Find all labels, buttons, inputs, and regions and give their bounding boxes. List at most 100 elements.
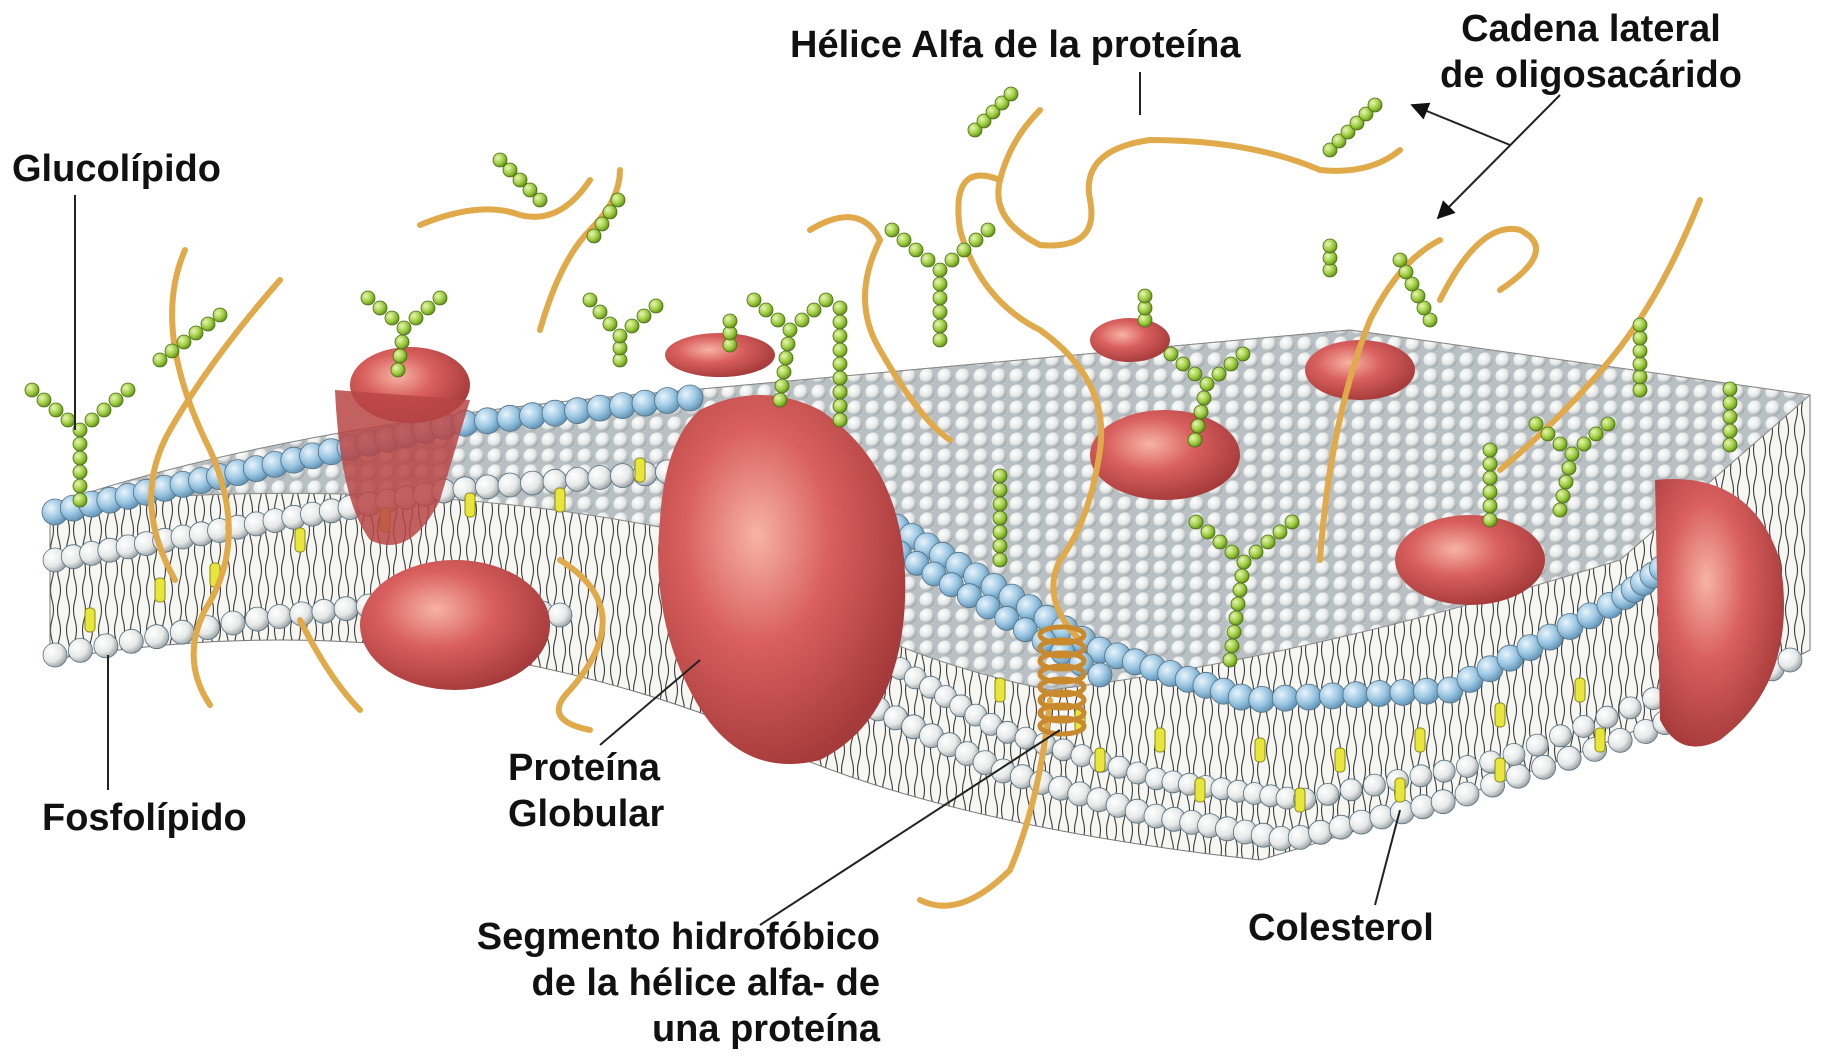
sugar-unit: [775, 379, 789, 393]
head-white-bottom-right: [1329, 815, 1353, 839]
sugar-unit: [833, 301, 847, 315]
sugar-unit: [1565, 447, 1579, 461]
sugar-unit: [73, 465, 87, 479]
fiber-left-curl: [420, 180, 590, 225]
sugar-unit: [625, 319, 639, 333]
sugar-unit: [1483, 485, 1497, 499]
head-blue-cut: [1343, 682, 1369, 708]
cholesterol-rod: [1495, 703, 1505, 727]
sugar-unit: [1164, 347, 1178, 361]
oligosaccharide-chain: [583, 293, 663, 367]
oligosaccharide-chain: [1323, 98, 1382, 157]
sugar-unit: [1188, 367, 1202, 381]
sugar-unit: [73, 437, 87, 451]
protein-surface-2: [665, 333, 775, 377]
head-white-mid-right: [1573, 716, 1595, 738]
sugar-unit: [1223, 653, 1237, 667]
head-white-mid-right: [1526, 734, 1548, 756]
sugar-unit: [587, 229, 601, 243]
head-white-bottom-right: [1608, 728, 1632, 752]
sugar-unit: [1723, 396, 1737, 410]
label-hydrophobic-segment: Segmento hidrofóbico de la hélice alfa- …: [440, 914, 880, 1052]
sugar-unit: [723, 314, 737, 328]
head-blue-front: [542, 400, 568, 426]
label-globular-protein: Proteína Globular: [508, 745, 664, 837]
sugar-unit: [1556, 489, 1570, 503]
arrow-oligo-lower: [1438, 95, 1560, 218]
sugar-unit: [759, 303, 773, 317]
sugar-unit: [771, 313, 785, 327]
sugar-unit: [1483, 457, 1497, 471]
sugar-unit: [1200, 377, 1214, 391]
cholesterol-rod: [1335, 748, 1345, 772]
sugar-unit: [1231, 597, 1245, 611]
sugar-unit: [1229, 611, 1243, 625]
head-blue-front: [520, 403, 546, 429]
sugar-unit: [1633, 344, 1647, 358]
sugar-unit: [1138, 289, 1152, 303]
head-white-bottom-left: [119, 629, 143, 653]
head-white-inner: [566, 467, 590, 491]
head-white-inner: [611, 464, 635, 488]
cholesterol-rod: [1255, 738, 1265, 762]
head-white-bottom-right: [1557, 746, 1581, 770]
sugar-unit: [933, 277, 947, 291]
oligosaccharide-chain: [1633, 318, 1647, 397]
oligosaccharide-chain: [1393, 253, 1437, 327]
head-white-bottom-left: [312, 599, 336, 623]
head-white-bottom-right: [1431, 790, 1455, 814]
cholesterol-rod: [1295, 788, 1305, 812]
hydrophobic-alpha-helix-coil: [1040, 627, 1084, 734]
sugar-unit: [969, 233, 983, 247]
sugar-unit: [1553, 503, 1567, 517]
head-white-mid-right: [1456, 756, 1478, 778]
sugar-unit: [1723, 438, 1737, 452]
sugar-unit: [583, 293, 597, 307]
sugar-unit: [833, 343, 847, 357]
sugar-unit: [1483, 513, 1497, 527]
sugar-unit: [781, 337, 795, 351]
sugar-unit: [1261, 535, 1275, 549]
oligosaccharide-chain: [833, 301, 847, 427]
sugar-unit: [37, 393, 51, 407]
membrane-slab: [50, 330, 1810, 860]
label-phospholipid: Fosfolípido: [42, 795, 247, 841]
sugar-unit: [833, 399, 847, 413]
sugar-unit: [153, 353, 167, 367]
fiber-helix-protein: [998, 110, 1400, 245]
sugar-unit: [945, 253, 959, 267]
sugar-unit: [1483, 443, 1497, 457]
sugar-unit: [409, 311, 423, 325]
head-white-mid-right: [1550, 725, 1572, 747]
sugar-unit: [833, 357, 847, 371]
sugar-unit: [201, 317, 215, 331]
cholesterol-rod: [465, 493, 475, 517]
sugar-unit: [773, 393, 787, 407]
head-white-bottom-left: [334, 597, 358, 621]
sugar-unit: [1529, 417, 1543, 431]
sugar-unit: [1189, 515, 1203, 529]
head-white-inner: [521, 471, 545, 495]
sugar-unit: [1225, 639, 1239, 653]
oligosaccharide-chain: [587, 193, 625, 243]
head-white-bottom-right: [1390, 800, 1414, 824]
sugar-unit: [993, 483, 1007, 497]
sugar-unit: [921, 253, 935, 267]
oligosaccharide-chain: [723, 314, 737, 352]
head-white-bottom-right: [1411, 795, 1435, 819]
sugar-unit: [593, 305, 607, 319]
head-white-bottom-left: [68, 638, 92, 662]
sugar-unit: [595, 217, 609, 231]
sugar-unit: [957, 243, 971, 257]
sugar-unit: [213, 308, 227, 322]
oligosaccharide-chain: [1138, 289, 1152, 327]
sugar-unit: [1285, 515, 1299, 529]
head-white-bottom-left: [145, 625, 169, 649]
sugar-unit: [1249, 545, 1263, 559]
sugar-unit: [649, 299, 663, 313]
sugar-unit: [993, 511, 1007, 525]
head-white-mid-right: [1596, 706, 1618, 728]
head-blue-cut: [1319, 683, 1345, 709]
sugar-unit: [1197, 391, 1211, 405]
sugar-unit: [933, 291, 947, 305]
